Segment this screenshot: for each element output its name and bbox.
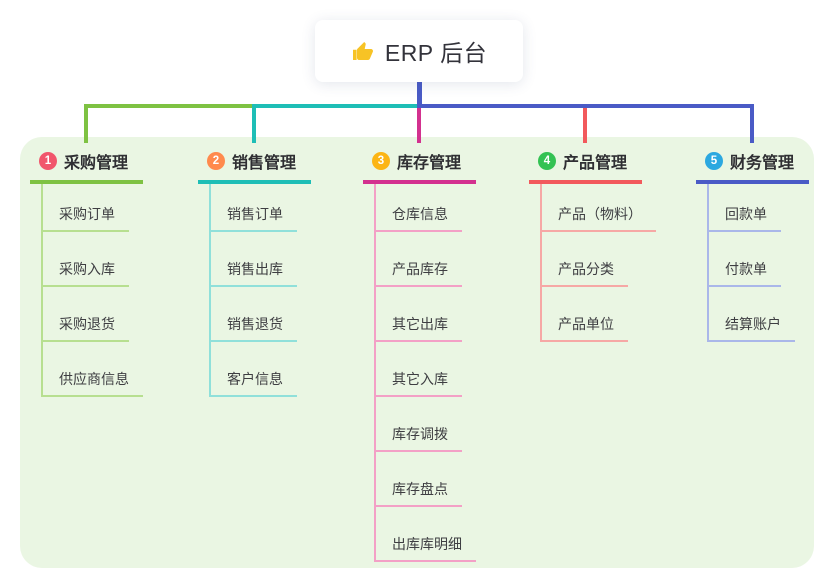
branch-item-list: 产品（物料） 产品分类 产品单位 <box>540 184 656 342</box>
branch-item[interactable]: 产品分类 <box>542 232 656 287</box>
branch-item[interactable]: 库存调拨 <box>376 397 476 452</box>
branch-number-badge: 1 <box>39 152 57 170</box>
branch-number-badge: 2 <box>207 152 225 170</box>
branch-item-label: 销售退货 <box>211 314 297 342</box>
branch-group-panel <box>20 137 814 568</box>
branch-4: 4 产品管理 产品（物料） 产品分类 产品单位 <box>529 146 656 342</box>
branch-header[interactable]: 4 产品管理 <box>529 146 642 184</box>
branch-item[interactable]: 采购订单 <box>43 184 143 232</box>
branch-item-label: 销售出库 <box>211 259 297 287</box>
branch-item-label: 回款单 <box>709 204 781 232</box>
branch-item[interactable]: 采购入库 <box>43 232 143 287</box>
branch-header[interactable]: 5 财务管理 <box>696 146 809 184</box>
branch-header[interactable]: 2 销售管理 <box>198 146 311 184</box>
branch-item[interactable]: 其它入库 <box>376 342 476 397</box>
branch-number-badge: 5 <box>705 152 723 170</box>
branch-item[interactable]: 付款单 <box>709 232 795 287</box>
branch-2: 2 销售管理 销售订单 销售出库 销售退货 客户信息 <box>198 146 311 397</box>
root-label: ERP 后台 <box>384 40 488 66</box>
branch-item[interactable]: 回款单 <box>709 184 795 232</box>
branch-item[interactable]: 销售退货 <box>211 287 297 342</box>
branch-item[interactable]: 产品单位 <box>542 287 656 342</box>
branch-item-list: 回款单 付款单 结算账户 <box>707 184 795 342</box>
branch-5: 5 财务管理 回款单 付款单 结算账户 <box>696 146 809 342</box>
branch-item-label: 采购订单 <box>43 204 129 232</box>
branch-header[interactable]: 1 采购管理 <box>30 146 143 184</box>
branch-item-label: 产品单位 <box>542 314 628 342</box>
branch-number-badge: 3 <box>372 152 390 170</box>
branch-item-list: 仓库信息 产品库存 其它出库 其它入库 库存调拨 库存盘点 出库库明细 <box>374 184 476 562</box>
branch-item[interactable]: 销售出库 <box>211 232 297 287</box>
branch-title: 采购管理 <box>64 155 129 172</box>
branch-item[interactable]: 结算账户 <box>709 287 795 342</box>
branch-item-label: 产品（物料） <box>542 204 656 232</box>
branch-item[interactable]: 出库库明细 <box>376 507 476 562</box>
branch-title: 财务管理 <box>730 155 795 172</box>
branch-number-badge: 4 <box>538 152 556 170</box>
branch-item-label: 产品分类 <box>542 259 628 287</box>
branch-item-label: 其它入库 <box>376 369 462 397</box>
branch-item-label: 库存调拨 <box>376 424 462 452</box>
branch-item-label: 供应商信息 <box>43 369 143 397</box>
branch-3: 3 库存管理 仓库信息 产品库存 其它出库 其它入库 库存调拨 库存盘点 出库库… <box>363 146 476 562</box>
branch-item-label: 客户信息 <box>211 369 297 397</box>
branch-item[interactable]: 销售订单 <box>211 184 297 232</box>
branch-item[interactable]: 供应商信息 <box>43 342 143 397</box>
branch-item-label: 库存盘点 <box>376 479 462 507</box>
branch-header[interactable]: 3 库存管理 <box>363 146 476 184</box>
branch-item-label: 销售订单 <box>211 204 297 232</box>
branch-item-label: 采购入库 <box>43 259 129 287</box>
branch-item-label: 采购退货 <box>43 314 129 342</box>
branch-title: 库存管理 <box>397 155 462 172</box>
branch-item-label: 付款单 <box>709 259 781 287</box>
branch-item-list: 采购订单 采购入库 采购退货 供应商信息 <box>41 184 143 397</box>
branch-title: 产品管理 <box>563 155 628 172</box>
branch-item-label: 仓库信息 <box>376 204 462 232</box>
branch-item[interactable]: 其它出库 <box>376 287 476 342</box>
branch-1: 1 采购管理 采购订单 采购入库 采购退货 供应商信息 <box>30 146 143 397</box>
branch-item[interactable]: 客户信息 <box>211 342 297 397</box>
branch-item-list: 销售订单 销售出库 销售退货 客户信息 <box>209 184 297 397</box>
thumbs-up-icon <box>352 42 373 60</box>
branch-item-label: 产品库存 <box>376 259 462 287</box>
branch-item-label: 结算账户 <box>709 314 795 342</box>
branch-item[interactable]: 采购退货 <box>43 287 143 342</box>
branch-item[interactable]: 产品库存 <box>376 232 476 287</box>
branch-item[interactable]: 产品（物料） <box>542 184 656 232</box>
branch-item-label: 其它出库 <box>376 314 462 342</box>
branch-title: 销售管理 <box>232 155 297 172</box>
branch-item-label: 出库库明细 <box>376 534 476 562</box>
root-node[interactable]: ERP 后台 <box>315 20 523 82</box>
branch-item[interactable]: 仓库信息 <box>376 184 476 232</box>
branch-item[interactable]: 库存盘点 <box>376 452 476 507</box>
